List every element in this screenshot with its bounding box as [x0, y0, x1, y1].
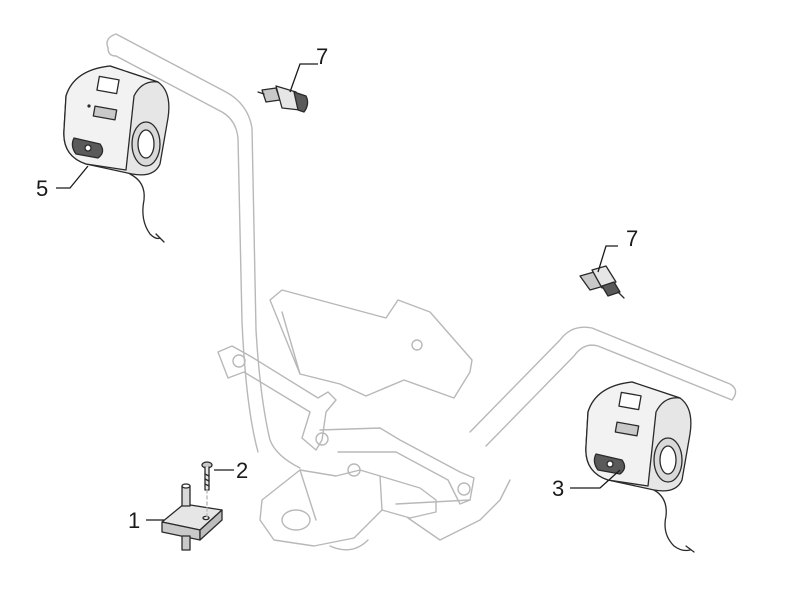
right-bulb-connector: [579, 265, 625, 299]
callout-1: 1: [128, 508, 140, 533]
callout-3: 3: [552, 476, 564, 501]
screw: [201, 461, 213, 521]
callout-7-upper: 7: [316, 44, 328, 69]
callout-leaders: [56, 63, 621, 521]
callout-labels: 5 7 7 3 1 2: [36, 44, 638, 533]
mounting-bracket: [161, 483, 223, 551]
upper-bulb-connector: [257, 85, 309, 113]
left-handlebar-switch: [63, 65, 170, 243]
handlebar-frame: [106, 33, 737, 551]
callout-7-right: 7: [626, 226, 638, 251]
right-handlebar-switch: [585, 381, 695, 553]
callout-2: 2: [236, 458, 248, 483]
callout-5: 5: [36, 176, 48, 201]
